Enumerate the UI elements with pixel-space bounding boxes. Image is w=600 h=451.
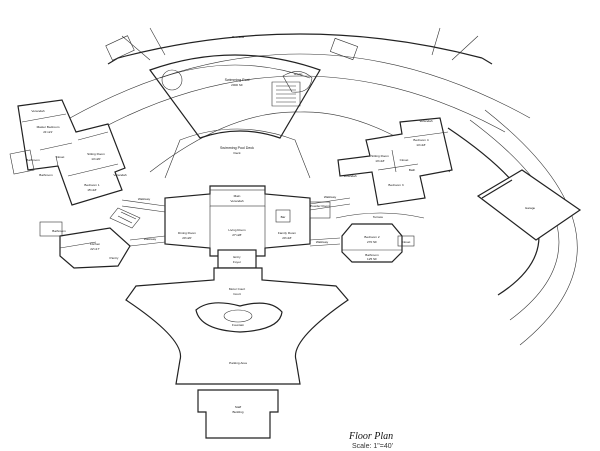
powder-label: Powder Room xyxy=(310,204,330,208)
motor-court: Motor Court Court Fountain Parking Area xyxy=(125,267,349,385)
pool-deck: Swimming Pool Deck Deck xyxy=(164,128,311,179)
grotto-shape xyxy=(282,71,313,93)
kitchen-label: Kitchen xyxy=(90,242,101,246)
closet-label-right: Closet xyxy=(400,158,409,162)
garage-label: Garage xyxy=(525,206,536,210)
pool-deck-sub: Deck xyxy=(233,151,241,155)
motor-court-label: Motor Court xyxy=(229,287,245,291)
plan-title: Floor Plan xyxy=(348,431,393,442)
bathroom2-area: 125 SF xyxy=(367,257,377,261)
living-room-label: Living Room xyxy=(228,228,246,232)
veranda-label-left-2: Verandah xyxy=(113,173,127,177)
master-bedroom-label: Master Bedroom xyxy=(37,125,60,129)
closet-label-bed2: Closet xyxy=(402,240,411,244)
scale-text: Scale: 1"=40' xyxy=(352,443,393,450)
court-sub-label: Court xyxy=(233,292,241,296)
dining-room-label: Dining Room xyxy=(178,231,196,235)
pool-steps xyxy=(271,81,301,107)
kitchen-dims: 22'x17' xyxy=(90,247,100,251)
family-room-label: Family Room xyxy=(278,231,297,235)
pantry-label: Pantry xyxy=(110,256,119,260)
veranda-label-right-2: Verandah xyxy=(343,174,357,178)
dining-room-dims: 20'x20' xyxy=(182,236,192,240)
bedroom3-label: Bedroom 3 xyxy=(388,183,403,187)
bathroom2-label: Bathroom xyxy=(365,253,379,257)
bar-label: Bar xyxy=(281,215,286,219)
veranda-label-right: Verandah xyxy=(419,119,433,123)
main-verandah xyxy=(209,189,266,207)
swimming-pool: Swimming Pool 2000 SF Grotto xyxy=(149,54,321,139)
bar-room xyxy=(275,209,291,223)
fountain-basin xyxy=(223,309,253,323)
fountain-label: Fountain xyxy=(232,323,244,327)
pool-label: Swimming Pool xyxy=(225,78,250,82)
bedroom2-pavilion: Terrace Closet Bedroom 2 270 SF Bathroom… xyxy=(335,212,425,263)
fountain-pool xyxy=(195,302,283,333)
grotto-label: Grotto xyxy=(294,72,303,76)
entry-foyer xyxy=(217,249,257,269)
living-room-dims: 27'x28' xyxy=(232,233,242,237)
overflow-label: Overflow xyxy=(232,35,245,39)
closet-label-left: Closet xyxy=(56,155,65,159)
master-bedroom-dims: 21'x21' xyxy=(43,130,53,134)
walkway-label-bed2: Walkway xyxy=(316,240,329,244)
bathroom-kitchen-label: Bathroom xyxy=(52,229,66,233)
entry-label: Entry xyxy=(233,255,241,259)
bedroom1-dims: 15'x18' xyxy=(87,188,97,192)
bathroom-label-left: Bathroom xyxy=(26,158,40,162)
walkways: Walkway Walkway Walkway Walkway xyxy=(121,195,351,247)
bathroom2-label-left: Bathroom xyxy=(39,173,53,177)
bathroom-kitchen xyxy=(39,221,63,237)
building-label: Building xyxy=(232,410,243,414)
staff-label: Staff xyxy=(235,405,241,409)
parking-label: Parking Area xyxy=(229,361,247,365)
kitchen-wing: Bathroom Kitchen 22'x17' Pantry xyxy=(39,207,141,269)
landscape-arcs xyxy=(69,53,578,346)
sitting-room-label-right: Sitting Room xyxy=(371,154,389,158)
main-house: Main Verandah Bar Dining Room 20'x20' Li… xyxy=(164,185,331,269)
bedroom2-area: 270 SF xyxy=(367,240,377,244)
pool-area: 2000 SF xyxy=(231,83,243,87)
bedroom4-label: Bedroom 4 xyxy=(413,138,428,142)
loggia-sub: Verandah xyxy=(230,199,244,203)
bedroom1-label: Bedroom 1 xyxy=(84,183,99,187)
terrace-label: Terrace xyxy=(373,215,384,219)
kitchen-stairs xyxy=(109,207,141,229)
sitting-room-label-left: Sitting Room xyxy=(87,152,105,156)
right-wing: Verandah Bedroom 4 14'x18' Sitting Room … xyxy=(337,117,453,206)
veranda-label-left: Verandah xyxy=(31,109,45,113)
foyer-label: Foyer xyxy=(233,260,241,264)
bedroom4-dims: 14'x18' xyxy=(416,143,426,147)
spa-circle xyxy=(161,69,183,91)
pool-deck-label: Swimming Pool Deck xyxy=(220,146,254,150)
sitting-room-dims-right: 13'x18' xyxy=(375,159,385,163)
walkway-label-left: Walkway xyxy=(138,197,151,201)
left-wing: Verandah Master Bedroom 21'x21' Sitting … xyxy=(9,99,127,206)
family-room-dims: 20'x18' xyxy=(282,236,292,240)
sitting-room-dims-left: 14'x20' xyxy=(91,157,101,161)
staff-building: Staff Building xyxy=(197,389,279,439)
overflow-terrace: Overflow xyxy=(105,27,493,65)
walkway-label-right: Walkway xyxy=(324,195,337,199)
garage: Garage xyxy=(476,169,582,241)
loggia-label: Main xyxy=(234,194,241,198)
bedroom2-label: Bedroom 2 xyxy=(364,235,379,239)
bath-label-right: Bath xyxy=(409,168,416,172)
closet-bed2 xyxy=(397,235,415,247)
walkway-label-kitchen: Walkway xyxy=(144,237,157,241)
